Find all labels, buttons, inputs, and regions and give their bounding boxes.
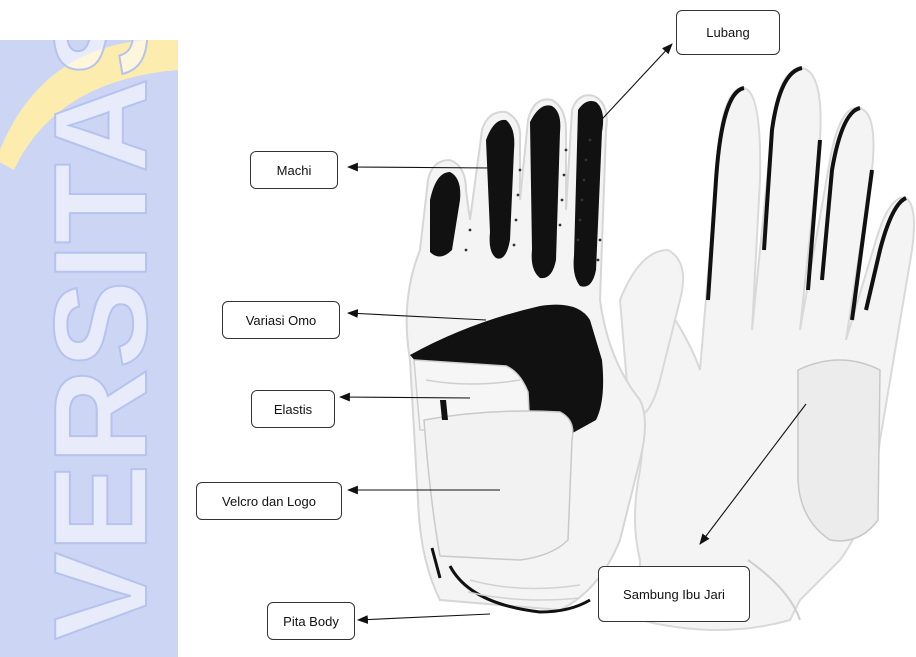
label-lubang: Lubang xyxy=(676,10,780,55)
label-sambung-ibu-jari: Sambung Ibu Jari xyxy=(598,566,750,622)
label-elastis: Elastis xyxy=(251,390,335,428)
label-velcro-logo: Velcro dan Logo xyxy=(196,482,342,520)
label-pita-body: Pita Body xyxy=(267,602,355,640)
label-variasi-omo: Variasi Omo xyxy=(222,301,340,339)
arrow-lubang xyxy=(590,44,672,132)
arrow-pita-body xyxy=(358,614,490,620)
label-machi: Machi xyxy=(250,151,338,189)
arrow-machi xyxy=(348,167,492,168)
